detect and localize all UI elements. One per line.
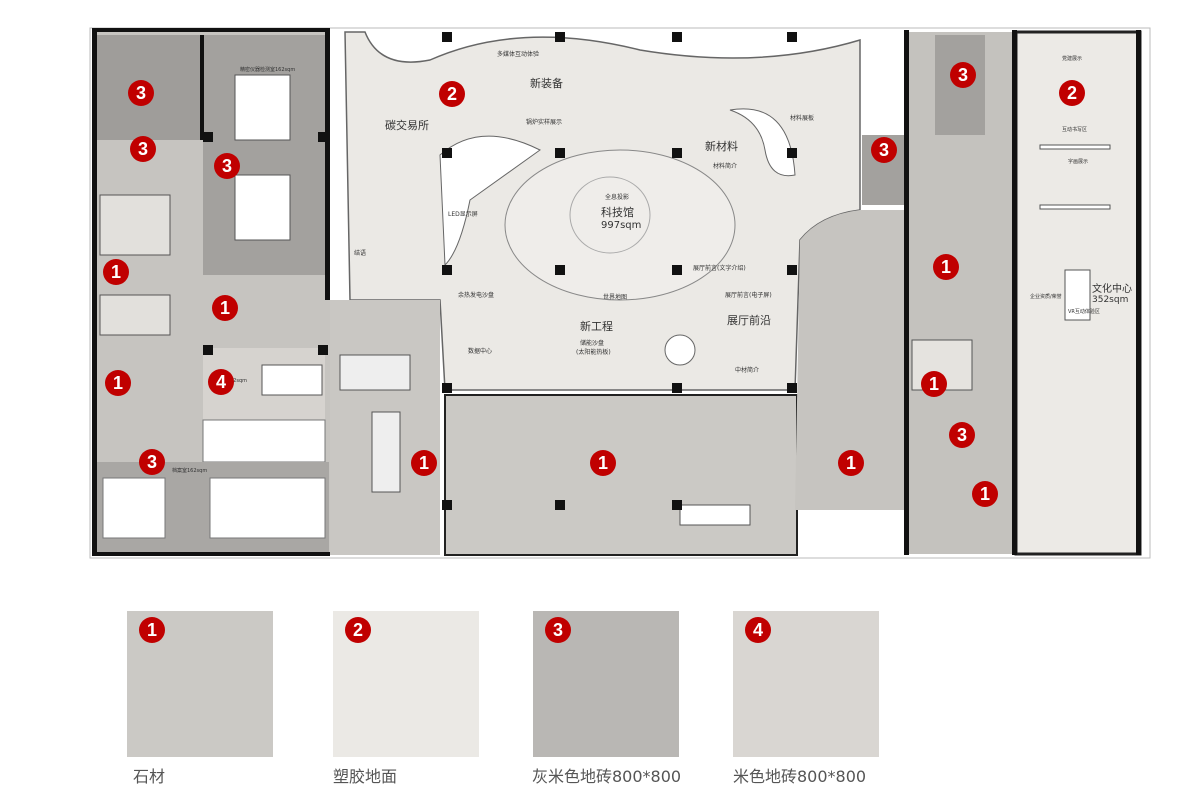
floor-plan: 碳交易所 新装备 多媒体互动体验 锅炉实样展示 新材料 材料展板 材料简介 全息… bbox=[89, 27, 1151, 559]
label-tan-exchange: 碳交易所 bbox=[385, 118, 429, 132]
label-world-map: 世界地图 bbox=[603, 293, 627, 301]
material-marker-1: 1 bbox=[838, 450, 864, 476]
label-culture-center: 文化中心 bbox=[1092, 282, 1132, 295]
label-solar-panel: (太阳能热板) bbox=[576, 348, 611, 356]
material-marker-3: 3 bbox=[950, 62, 976, 88]
material-marker-1: 1 bbox=[972, 481, 998, 507]
label-museum-name: 科技馆 bbox=[601, 205, 634, 219]
legend-swatch-gray-tile: 3 bbox=[533, 611, 679, 757]
label-boiler: 锅炉实样展示 bbox=[526, 118, 562, 126]
legend-marker: 1 bbox=[139, 617, 165, 643]
material-marker-1: 1 bbox=[411, 450, 437, 476]
label-calligraphy: 字画展示 bbox=[1068, 158, 1088, 165]
label-led-screen: LED显示屏 bbox=[448, 211, 478, 218]
legend-swatch-stone: 1 bbox=[127, 611, 273, 757]
label-sinoma-intro: 中材简介 bbox=[735, 366, 759, 374]
label-hall-frontier: 展厅前沿 bbox=[727, 313, 771, 327]
label-enterprise: 企业资质/荣誉 bbox=[1030, 293, 1062, 300]
material-marker-3: 3 bbox=[949, 422, 975, 448]
label-archive-room: 档案室162sqm bbox=[172, 467, 207, 474]
label-new-materials: 新材料 bbox=[705, 139, 738, 153]
label-meeting-room: 52sqm bbox=[230, 378, 247, 384]
material-marker-1: 1 bbox=[105, 370, 131, 396]
label-culture-area: 352sqm bbox=[1092, 295, 1128, 305]
label-party-display: 党建展示 bbox=[1062, 55, 1082, 62]
label-vr-zone: VR互动体验区 bbox=[1068, 308, 1100, 315]
legend-marker: 3 bbox=[545, 617, 571, 643]
label-new-engineering: 新工程 bbox=[580, 319, 613, 333]
label-hall-preface-screen: 展厅前言(电子屏) bbox=[725, 291, 772, 299]
label-waste-heat: 余热发电沙盘 bbox=[458, 291, 494, 299]
material-marker-3: 3 bbox=[871, 137, 897, 163]
legend-label-beige-tile: 米色地砖800*800 bbox=[733, 767, 867, 786]
label-material-intro: 材料简介 bbox=[713, 162, 737, 170]
material-marker-1: 1 bbox=[590, 450, 616, 476]
material-marker-1: 1 bbox=[933, 254, 959, 280]
material-marker-4: 4 bbox=[208, 369, 234, 395]
legend-swatch-beige-tile: 4 bbox=[733, 611, 879, 757]
label-hall-preface-text: 展厅前言(文字介绍) bbox=[693, 264, 746, 272]
label-storage-sandbox: 储能沙盘 bbox=[580, 339, 604, 347]
label-conclusion: 结语 bbox=[354, 249, 366, 257]
legend-marker: 4 bbox=[745, 617, 771, 643]
label-interactive-writing: 互动书写区 bbox=[1062, 126, 1087, 133]
label-multimedia: 多媒体互动体验 bbox=[497, 50, 539, 58]
entrance-hall bbox=[444, 394, 798, 556]
label-lab-room: 精密仪器检测室162sqm bbox=[240, 66, 295, 73]
material-marker-1: 1 bbox=[212, 295, 238, 321]
material-marker-3: 3 bbox=[130, 136, 156, 162]
material-marker-2: 2 bbox=[439, 81, 465, 107]
label-hologram: 全息投影 bbox=[605, 193, 629, 201]
label-museum-area: 997sqm bbox=[601, 220, 641, 231]
material-marker-2: 2 bbox=[1059, 80, 1085, 106]
legend-label-gray-tile: 灰米色地砖800*800 bbox=[532, 767, 682, 786]
material-marker-3: 3 bbox=[139, 449, 165, 475]
material-marker-1: 1 bbox=[921, 371, 947, 397]
material-marker-3: 3 bbox=[128, 80, 154, 106]
legend-label-stone: 石材 bbox=[133, 767, 166, 786]
material-marker-1: 1 bbox=[103, 259, 129, 285]
label-data-center: 数据中心 bbox=[468, 347, 492, 355]
material-marker-3: 3 bbox=[214, 153, 240, 179]
legend-marker: 2 bbox=[345, 617, 371, 643]
legend-swatch-plastic: 2 bbox=[333, 611, 479, 757]
legend-label-plastic: 塑胶地面 bbox=[333, 767, 398, 786]
label-new-equipment: 新装备 bbox=[530, 76, 563, 90]
label-material-panel: 材料展板 bbox=[790, 114, 814, 122]
